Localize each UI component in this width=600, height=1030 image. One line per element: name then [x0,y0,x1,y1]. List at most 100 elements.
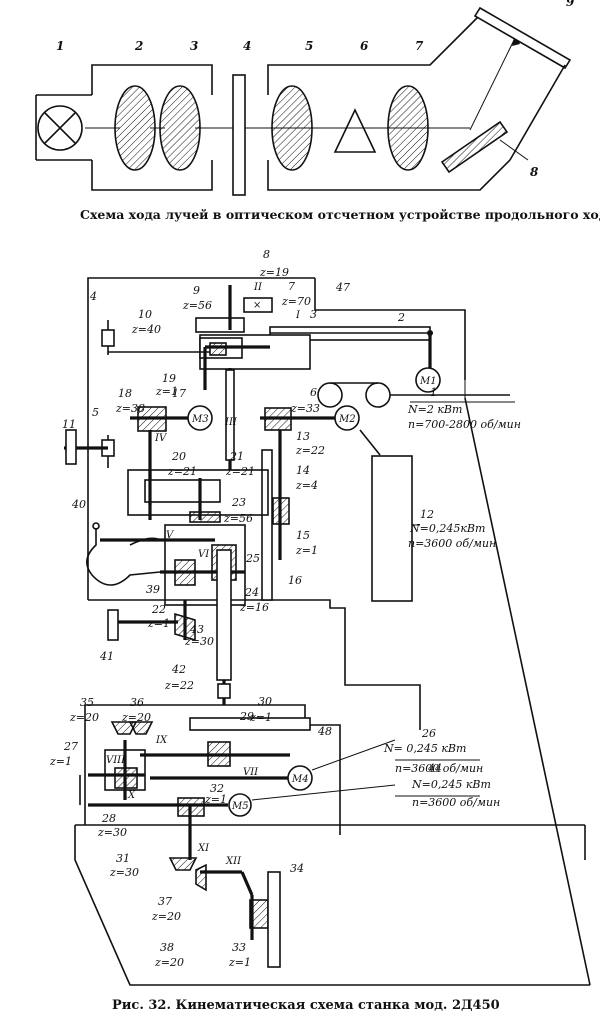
optical-label-7: 7 [415,39,424,53]
m3-assembly [130,405,213,505]
part-35: 35 [80,696,94,709]
part-21: 21 [229,450,244,463]
gear-9 [195,317,245,333]
gear-label-33: z=1 [228,956,251,969]
part-30: 30 [258,695,272,708]
gear-label-24: z=16 [239,601,269,614]
table-29 [189,717,311,731]
gear-label-36: z=20 [121,711,151,724]
gear-label-19: z=1 [155,385,178,398]
optical-housing-right [267,9,486,95]
part-number-group: 1 2 3 4 5 6 7 8 9 10 11 12 13 14 15 16 1… [62,248,442,954]
part-32: 32 [210,782,224,795]
part-2: 2 [397,311,405,324]
gear-label-group: z=19 z=56 z=70 z=40 z=38 z=1 z=33 z=22 z… [49,266,325,969]
motor-12-housing [371,455,413,602]
shaft-label-iv: IV [154,433,168,444]
mirror-8 [440,120,509,174]
gear-label-18: z=38 [115,402,145,415]
gear-label-10: z=40 [131,323,161,336]
motor-m1 [415,367,441,393]
motor-label-m3: M3 [191,414,209,425]
part-13: 13 [296,430,310,443]
shaft-label-x: X [127,790,136,801]
gear-label-32: z=1 [204,793,227,806]
optical-label-6: 6 [360,39,369,53]
shaft-label-i: I [295,310,301,321]
shaft-label-group: I II III IV V VI VII VIII IX X XI XII [106,282,301,867]
motor-specs: N=2 кВт n=700-2800 об/мин N=0,245кВт n=3… [383,403,521,809]
gear-label-43: z=30 [184,635,214,648]
gear-label-37: z=20 [151,910,181,923]
shaft-label-vii: VII [243,767,259,778]
optical-label-5: 5 [305,39,313,53]
part-22: 22 [151,603,166,616]
part-10: 10 [138,308,152,321]
handle-40 [86,522,161,586]
main-drive: × [108,285,510,408]
motor-label-m5: M5 [231,801,249,812]
svg-text:×: × [253,300,261,311]
part-24: 24 [244,586,259,599]
part-48: 48 [317,725,332,738]
part-8: 8 [263,248,270,261]
gear-label-35: z=20 [69,711,99,724]
lamp-icon [37,105,83,151]
optical-housing-left [91,64,213,95]
part-12: 12 [420,508,434,521]
part-6: 6 [310,386,317,399]
shaft-label-viii: VIII [106,755,126,766]
part-20: 20 [171,450,186,463]
m5-power: N=0,245 кВт [411,778,491,791]
gear-label-8: z=19 [259,266,289,279]
lens-7 [387,85,429,171]
m2-assembly [260,405,413,602]
optical-label-8: 8 [530,165,539,179]
gears-20-21 [144,479,221,503]
motor-label-m2: M2 [338,414,356,425]
part-17: 17 [172,387,186,400]
worm-33 [249,899,269,929]
handwheel-11 [65,429,77,465]
gear-label-6: z=33 [290,402,320,415]
part-3: 3 [310,308,317,321]
gear-36 [128,721,154,735]
screw-25 [216,549,232,681]
optical-scheme-caption: Схема хода лучей в оптическом отсчетном … [80,207,600,222]
part-41: 41 [99,650,114,663]
gear-label-21: z=21 [225,465,255,478]
lens-5 [271,85,313,171]
part-23: 23 [231,496,246,509]
shaft-label-vi: VI [198,549,210,560]
gear-label-22: z=1 [147,617,170,630]
part-18: 18 [118,387,132,400]
m2-power: N=0,245кВт [409,522,485,535]
gear-label-14: z=4 [295,479,318,492]
gear-label-31: z=30 [109,866,139,879]
part-29: 29 [239,710,254,723]
handwheel-4 [101,329,115,347]
part-39: 39 [146,583,160,596]
shaft-label-ii: II [253,282,263,293]
part-7: 7 [288,280,295,293]
shaft-label-ix: IX [155,735,168,746]
shaft-label-v: V [166,530,175,541]
part-31: 31 [116,852,130,865]
gear-label-20: z=21 [167,465,197,478]
shaft-label-xi: XI [197,843,210,854]
shaft-label-iii: III [224,417,238,428]
motor-m3 [187,405,213,431]
rack-16 [261,449,273,601]
part-40: 40 [71,498,86,511]
shaft-label-xii: XII [225,856,242,867]
handwheel-41 [107,609,119,641]
part-33: 33 [232,941,246,954]
part-34: 34 [290,862,304,875]
part-47: 47 [335,281,350,294]
part-36: 36 [130,696,144,709]
gear-label-42: z=22 [164,679,194,692]
optical-label-3: 3 [190,39,198,53]
prism-6 [333,108,377,153]
figure-caption: Рис. 32. Кинематическая схема станка мод… [112,998,500,1013]
part-9: 9 [193,284,200,297]
